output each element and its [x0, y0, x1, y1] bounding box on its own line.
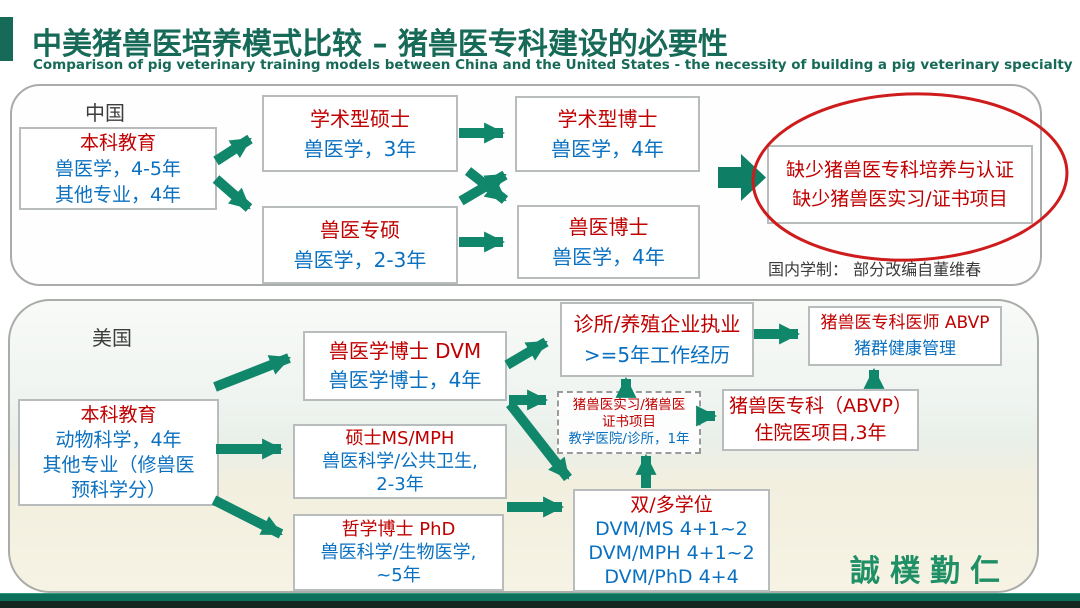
- box-line: 预科学分）: [70, 478, 166, 501]
- box-line: 兽医学，4年: [552, 245, 665, 269]
- box-line: 住院医项目,3年: [754, 422, 887, 444]
- box-title: 猪兽医专科医师 ABVP: [820, 313, 990, 333]
- box-line: 兽医学博士，4年: [328, 368, 482, 392]
- box-title: 双/多学位: [630, 493, 713, 516]
- box-us-abvp-specialist: 猪兽医专科医师 ABVP 猪群健康管理: [808, 306, 1002, 366]
- box-us-abvp-residency: 猪兽医专科（ABVP） 住院医项目,3年: [722, 389, 919, 451]
- signature-seal: 誠樸勤仁: [850, 554, 1010, 589]
- box-line: 其他专业，4年: [54, 183, 182, 206]
- box-us-dual-degree: 双/多学位 DVM/MS 4+1~2 DVM/MPH 4+1~2 DVM/PhD…: [573, 489, 770, 592]
- box-line: DVM/MS 4+1~2: [595, 517, 748, 540]
- box-us-ms-mph: 硕士MS/MPH 兽医科学/公共卫生, 2-3年: [293, 424, 507, 499]
- box-cn-academic-doctor: 学术型博士 兽医学，4年: [515, 96, 700, 172]
- box-line: DVM/MPH 4+1~2: [588, 541, 755, 564]
- box-line: 兽医学，3年: [303, 136, 417, 161]
- box-title: 哲学博士 PhD: [341, 519, 456, 540]
- box-title: 本科教育: [79, 131, 156, 154]
- box-line: 兽医科学/公共卫生,: [322, 451, 478, 472]
- box-line: 动物科学，4年: [55, 428, 182, 451]
- box-us-dvm: 兽医学博士 DVM 兽医学博士，4年: [303, 331, 507, 401]
- box-cn-vet-doctor: 兽医博士 兽医学，4年: [517, 205, 700, 279]
- box-line: >=5年工作经历: [583, 342, 731, 367]
- box-cn-professional-master: 兽医专硕 兽医学，2-3年: [262, 206, 458, 284]
- box-title: 学术型博士: [557, 107, 658, 131]
- box-line: 猪兽医专科（ABVP）: [729, 395, 912, 417]
- box-title: 兽医博士: [568, 215, 649, 239]
- box-line: 教学医院/诊所，1年: [568, 431, 690, 447]
- china-source-note: 国内学制： 部分改编自董维春: [768, 260, 982, 279]
- box-us-phd: 哲学博士 PhD 兽医科学/生物医学, ~5年: [293, 514, 504, 591]
- box-title: 诊所/养殖企业执业: [573, 311, 741, 336]
- box-title: 兽医学博士 DVM: [328, 339, 482, 363]
- box-line: 兽医科学/生物医学,: [320, 542, 477, 563]
- title-accent-bar: [0, 17, 13, 61]
- box-title: 学术型硕士: [310, 106, 410, 131]
- box-cn-gap: 缺少猪兽医专科培养与认证 缺少猪兽医实习/证书项目: [767, 145, 1033, 224]
- box-line: 兽医学，2-3年: [293, 248, 427, 272]
- page-subtitle: Comparison of pig veterinary training mo…: [33, 57, 1073, 73]
- usa-label: 美国: [92, 326, 132, 350]
- box-line: ~5年: [376, 565, 421, 586]
- bottom-dark-bar: [0, 601, 1080, 608]
- box-cn-academic-master: 学术型硕士 兽医学，3年: [262, 95, 458, 172]
- box-line: 兽医学，4-5年: [54, 157, 182, 180]
- box-us-bachelor: 本科教育 动物科学，4年 其他专业（修兽医 预科学分）: [18, 399, 219, 506]
- box-line: 猪群健康管理: [854, 339, 956, 359]
- box-line: 其他专业（修兽医: [42, 453, 195, 476]
- box-us-clinic-practice: 诊所/养殖企业执业 >=5年工作经历: [560, 302, 754, 377]
- box-line: 缺少猪兽医实习/证书项目: [792, 187, 1008, 210]
- box-line: 兽医学，4年: [551, 137, 664, 161]
- box-us-internship-certificate: 猪兽医实习/猪兽医 证书项目 教学医院/诊所，1年: [557, 391, 701, 454]
- box-title: 硕士MS/MPH: [345, 428, 455, 449]
- box-line: 证书项目: [602, 414, 656, 430]
- bottom-teal-bar: [0, 593, 1080, 602]
- box-cn-bachelor: 本科教育 兽医学，4-5年 其他专业，4年: [19, 127, 217, 210]
- china-label: 中国: [85, 101, 125, 125]
- box-line: DVM/PhD 4+4: [604, 565, 739, 588]
- box-line: 猪兽医实习/猪兽医: [572, 397, 686, 413]
- box-title: 本科教育: [80, 403, 157, 426]
- box-line: 2-3年: [376, 474, 424, 495]
- box-line: 缺少猪兽医专科培养与认证: [785, 158, 1014, 181]
- page-title: 中美猪兽医培养模式比较 – 猪兽医专科建设的必要性: [32, 27, 728, 62]
- box-title: 兽医专硕: [320, 218, 400, 242]
